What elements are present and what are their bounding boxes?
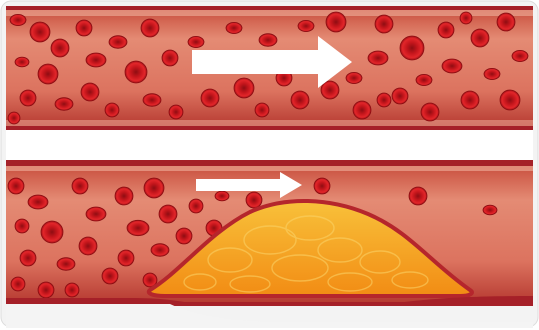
red-blood-cell (346, 72, 362, 83)
red-blood-cell (144, 178, 164, 198)
red-blood-cell (38, 282, 54, 298)
healthy-artery (6, 6, 533, 130)
red-blood-cell (392, 88, 408, 104)
red-blood-cell (512, 50, 528, 61)
red-blood-cell (497, 13, 515, 31)
red-blood-cell (41, 221, 63, 243)
red-blood-cell (86, 207, 106, 221)
red-blood-cell (255, 103, 269, 117)
red-blood-cell (368, 51, 388, 65)
red-blood-cell (15, 219, 29, 233)
red-blood-cell (226, 22, 242, 33)
red-blood-cell (55, 98, 73, 111)
red-blood-cell (409, 187, 427, 205)
red-blood-cell (105, 103, 119, 117)
red-blood-cell (57, 258, 75, 271)
red-blood-cell (159, 205, 177, 223)
red-blood-cell (314, 178, 330, 194)
red-blood-cell (10, 14, 26, 25)
red-blood-cell (377, 93, 391, 107)
red-blood-cell (15, 57, 29, 67)
red-blood-cell (460, 12, 472, 24)
red-blood-cell (125, 61, 147, 83)
red-blood-cell (375, 15, 393, 33)
red-blood-cell (79, 237, 97, 255)
red-blood-cell (76, 20, 92, 36)
red-blood-cell (143, 94, 161, 107)
red-blood-cell (51, 39, 69, 57)
red-blood-cell (20, 90, 36, 106)
red-blood-cell (201, 89, 219, 107)
red-blood-cell (353, 101, 371, 119)
red-blood-cell (109, 36, 127, 49)
red-blood-cell (484, 68, 500, 79)
red-blood-cell (162, 50, 178, 66)
red-blood-cell (86, 53, 106, 67)
red-blood-cell (234, 78, 254, 98)
red-blood-cell (151, 244, 169, 257)
red-blood-cell (442, 59, 462, 73)
red-blood-cell (30, 22, 50, 42)
red-blood-cell (215, 191, 229, 201)
red-blood-cell (8, 178, 24, 194)
red-blood-cell (188, 36, 204, 47)
red-blood-cell (38, 64, 58, 84)
red-blood-cell (483, 205, 497, 215)
red-blood-cell (169, 105, 183, 119)
red-blood-cell (471, 29, 489, 47)
red-blood-cell (28, 195, 48, 209)
red-blood-cell (176, 228, 192, 244)
red-blood-cell (259, 34, 277, 47)
red-blood-cell (141, 19, 159, 37)
red-blood-cell (246, 192, 262, 208)
red-blood-cell (500, 90, 520, 110)
red-blood-cell (461, 91, 479, 109)
red-blood-cell (321, 81, 339, 99)
red-blood-cell (298, 20, 314, 31)
red-blood-cell (65, 283, 79, 297)
red-blood-cell (115, 187, 133, 205)
red-blood-cell (291, 91, 309, 109)
red-blood-cell (421, 103, 439, 121)
red-blood-cell (102, 268, 118, 284)
red-blood-cell (20, 250, 36, 266)
red-blood-cell (11, 277, 25, 291)
red-blood-cell (8, 112, 20, 124)
tissue-gap (6, 130, 533, 160)
red-blood-cell (189, 199, 203, 213)
red-blood-cell (438, 22, 454, 38)
red-blood-cell (118, 250, 134, 266)
narrowed-artery (6, 160, 533, 328)
red-blood-cell (81, 83, 99, 101)
red-blood-cell (127, 220, 149, 235)
red-blood-cell (72, 178, 88, 194)
red-blood-cell (326, 12, 346, 32)
red-blood-cell (400, 36, 424, 60)
red-blood-cell (416, 74, 432, 85)
